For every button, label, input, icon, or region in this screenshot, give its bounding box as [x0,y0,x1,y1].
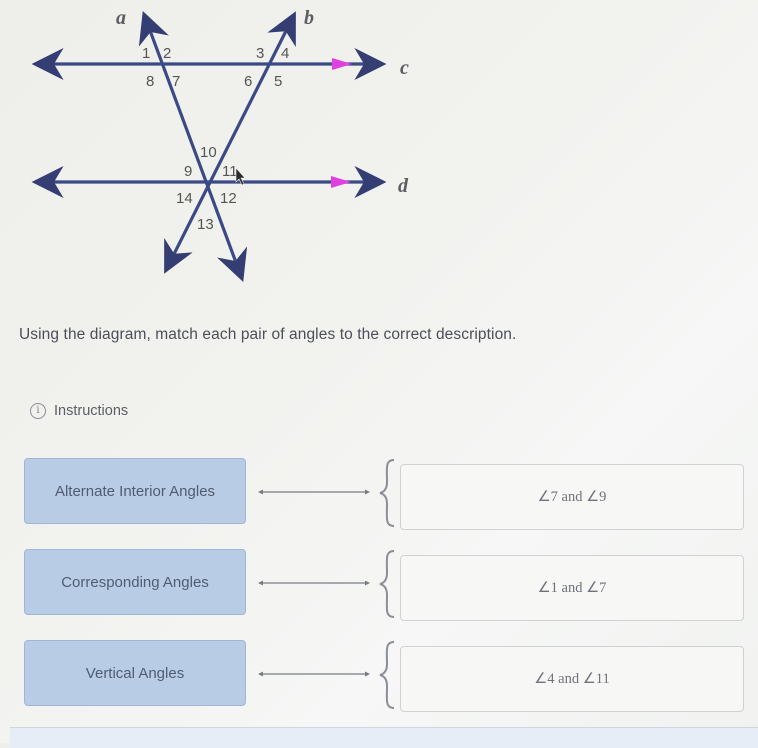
angle-label-8: 8 [146,73,154,90]
parallel-marker-icon [331,176,351,188]
question-prompt: Using the diagram, match each pair of an… [19,326,517,343]
instructions-toggle[interactable]: i Instructions [30,403,128,419]
parallel-marker-icon [332,58,352,70]
term-card[interactable]: Vertical Angles [24,640,246,706]
transversal-diagram: a b c d 1 2 3 4 5 6 7 8 9 10 11 12 14 13 [31,7,409,283]
angle-label-10: 10 [200,144,217,161]
angle-label-14: 14 [176,190,193,207]
double-arrow-connector-icon [258,580,370,586]
line-label-a: a [116,7,126,29]
mouse-cursor-icon [235,167,246,186]
angle-label-5: 5 [274,73,282,90]
angle-label-11: 11 [222,163,238,180]
info-icon: i [30,403,46,419]
match-row: Alternate Interior Angles ∠7 and ∠9 [0,458,758,530]
drop-zone-bracket-icon [379,459,395,527]
line-label-b: b [304,7,314,29]
answer-card[interactable]: ∠4 and ∠11 [400,646,744,712]
match-row: Corresponding Angles ∠1 and ∠7 [0,549,758,621]
line-label-c: c [400,57,409,79]
angle-label-12: 12 [220,190,237,207]
answer-card[interactable]: ∠7 and ∠9 [400,464,744,530]
angle-label-1: 1 [142,45,150,62]
angle-label-7: 7 [172,73,180,90]
line-label-d: d [398,175,409,197]
angle-label-3: 3 [256,45,264,62]
angle-label-9: 9 [184,163,192,180]
match-row: Vertical Angles ∠4 and ∠11 [0,640,758,712]
angle-label-6: 6 [244,73,252,90]
drop-zone-bracket-icon [379,550,395,618]
line-b [164,11,296,274]
line-c [31,48,387,80]
angle-label-13: 13 [197,216,214,233]
angle-label-4: 4 [281,45,289,62]
drop-zone-bracket-icon [379,641,395,709]
answer-card[interactable]: ∠1 and ∠7 [400,555,744,621]
double-arrow-connector-icon [258,489,370,495]
term-card[interactable]: Alternate Interior Angles [24,458,246,524]
angle-label-2: 2 [163,45,171,62]
term-card[interactable]: Corresponding Angles [24,549,246,615]
bottom-panel [10,727,758,748]
instructions-label: Instructions [54,403,129,419]
double-arrow-connector-icon [258,671,370,677]
